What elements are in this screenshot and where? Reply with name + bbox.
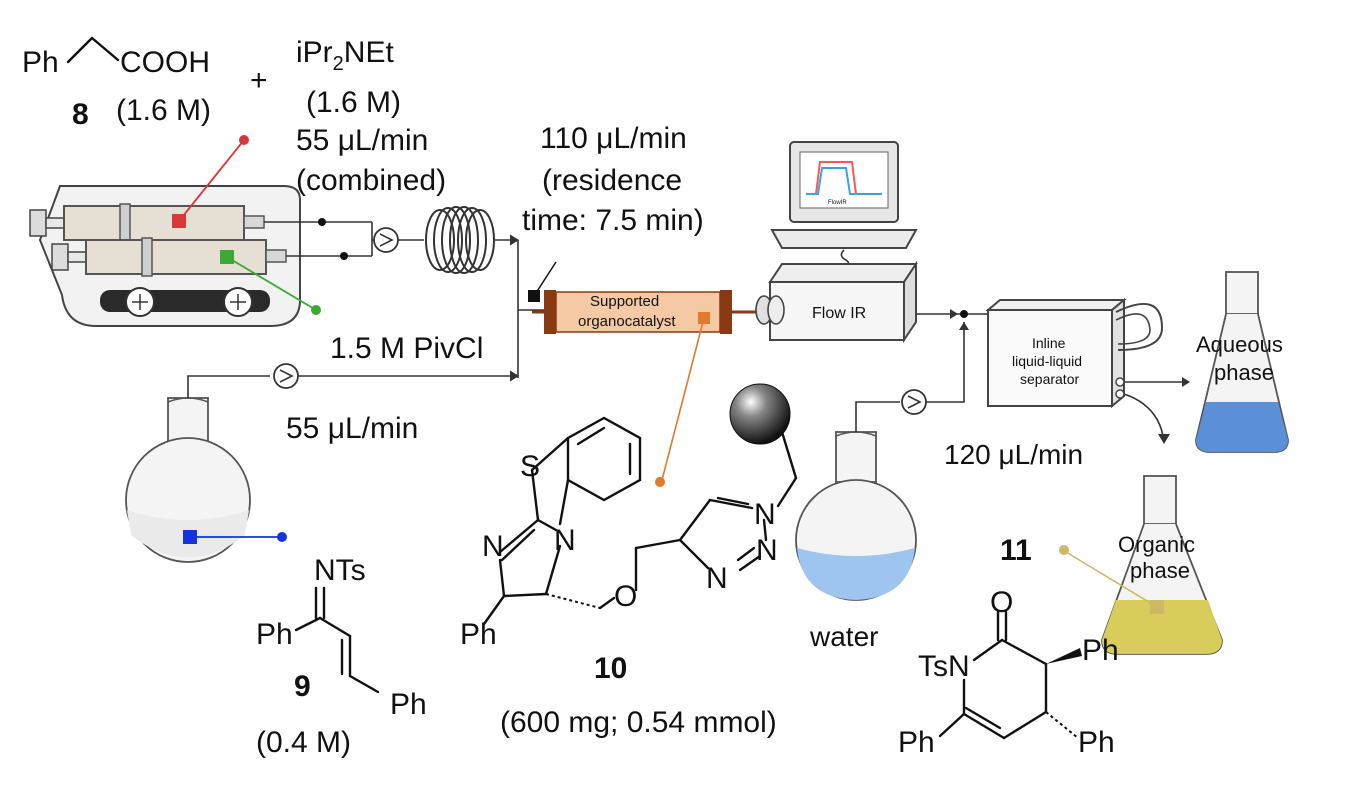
acid-marker-dot <box>239 135 249 145</box>
compound-10-o: O <box>614 580 637 613</box>
compound-11-ph1: Ph <box>1082 634 1119 667</box>
compound-9-label: 9 <box>294 670 311 703</box>
compound-10-amount: (600 mg; 0.54 mmol) <box>500 706 777 739</box>
triazole-n2: N <box>756 534 778 567</box>
separator-label-2: liquid-liquid <box>1012 353 1082 369</box>
flowir-label: Flow IR <box>812 305 866 322</box>
compound-11-structure <box>938 610 1082 740</box>
column-label-1: Supported <box>590 293 659 310</box>
compound-10-label: 10 <box>594 652 627 685</box>
product-marker-dot <box>1059 545 1069 555</box>
compound-9-ph1: Ph <box>256 618 293 651</box>
compound-9-ph2: Ph <box>390 688 427 721</box>
acid-marker-line <box>178 139 245 222</box>
column-label-2: organocatalyst <box>578 313 676 330</box>
plus-sign: + <box>250 64 268 97</box>
water-flask <box>795 431 917 601</box>
pivcl-flask <box>125 397 251 563</box>
aqueous-flask <box>1195 271 1289 453</box>
separator-label-3: separator <box>1020 371 1079 387</box>
compound-10-structure <box>482 416 798 626</box>
mixing-coil <box>425 206 495 274</box>
compound-11-tsn: TsN <box>918 650 970 683</box>
base-marker-line <box>226 256 317 311</box>
pivcl-label: 1.5 M PivCl <box>330 332 483 365</box>
flowir-computer: FlowIR <box>770 141 918 285</box>
compound-10-ph: Ph <box>460 618 497 651</box>
organic-label-1: Organic <box>1118 532 1195 557</box>
compound-11-ph2: Ph <box>1078 726 1115 759</box>
pivcl-flow-rate: 55 μL/min <box>286 412 418 445</box>
base-marker-dot <box>311 305 321 315</box>
compound-11-label: 11 <box>1000 534 1032 567</box>
reactor-flow-rate: 110 μL/min <box>540 122 687 155</box>
catalyst-marker-line <box>661 317 705 481</box>
base-label: iPr2NEt <box>296 36 394 75</box>
residence-time: time: 7.5 min) <box>522 204 704 237</box>
triazole-n1: N <box>754 498 776 531</box>
organic-flask <box>1101 475 1223 655</box>
product-marker-line <box>1065 551 1158 608</box>
residence-label: (residence <box>542 164 682 197</box>
compound-9-conc: (0.4 M) <box>256 726 351 759</box>
water-flow-rate: 120 μL/min <box>944 439 1083 470</box>
compound-8-label: 8 <box>72 98 89 131</box>
polymer-bead-icon <box>729 383 791 445</box>
pivcl-pump-valve-icon <box>273 363 299 389</box>
water-pump-valve-icon <box>901 389 927 415</box>
compound-8-conc: (1.6 M) <box>116 94 211 127</box>
syringe-flow-rate: 55 μL/min <box>296 124 428 157</box>
compound-10-n1: N <box>482 530 504 563</box>
flowir-screen-label: FlowIR <box>828 200 847 206</box>
compound-10-s: S <box>520 450 540 483</box>
triazole-n3: N <box>706 562 728 595</box>
aqueous-label-1: Aqueous <box>1196 332 1283 357</box>
phenylacetic-acid-structure: Ph COOH <box>22 36 210 79</box>
liquid-liquid-separator <box>985 297 1164 409</box>
acid-cooh-label: COOH <box>120 46 210 79</box>
syringe-flow-combined: (combined) <box>296 164 446 197</box>
syringe-tubing <box>264 218 424 260</box>
compound-11-ph3: Ph <box>898 726 935 759</box>
flowir-instrument <box>755 260 918 344</box>
separator-label-1: Inline <box>1032 335 1066 351</box>
compound-9-nts: NTs <box>314 554 366 587</box>
compound-10-n2: N <box>554 524 576 557</box>
base-conc: (1.6 M) <box>306 86 401 119</box>
imine-marker-dot <box>277 532 287 542</box>
compound-11-o: O <box>990 586 1013 619</box>
supported-catalyst-column <box>532 290 756 334</box>
aqueous-label-2: phase <box>1214 360 1274 385</box>
organic-label-2: phase <box>1130 558 1190 583</box>
compound-9-structure: NTs Ph Ph <box>256 554 427 721</box>
syringe-pump-valve-icon <box>373 227 399 253</box>
syringe-pump <box>29 185 301 327</box>
water-label: water <box>809 621 878 652</box>
acid-ph-label: Ph <box>22 46 59 79</box>
catalyst-marker-dot <box>655 477 665 487</box>
